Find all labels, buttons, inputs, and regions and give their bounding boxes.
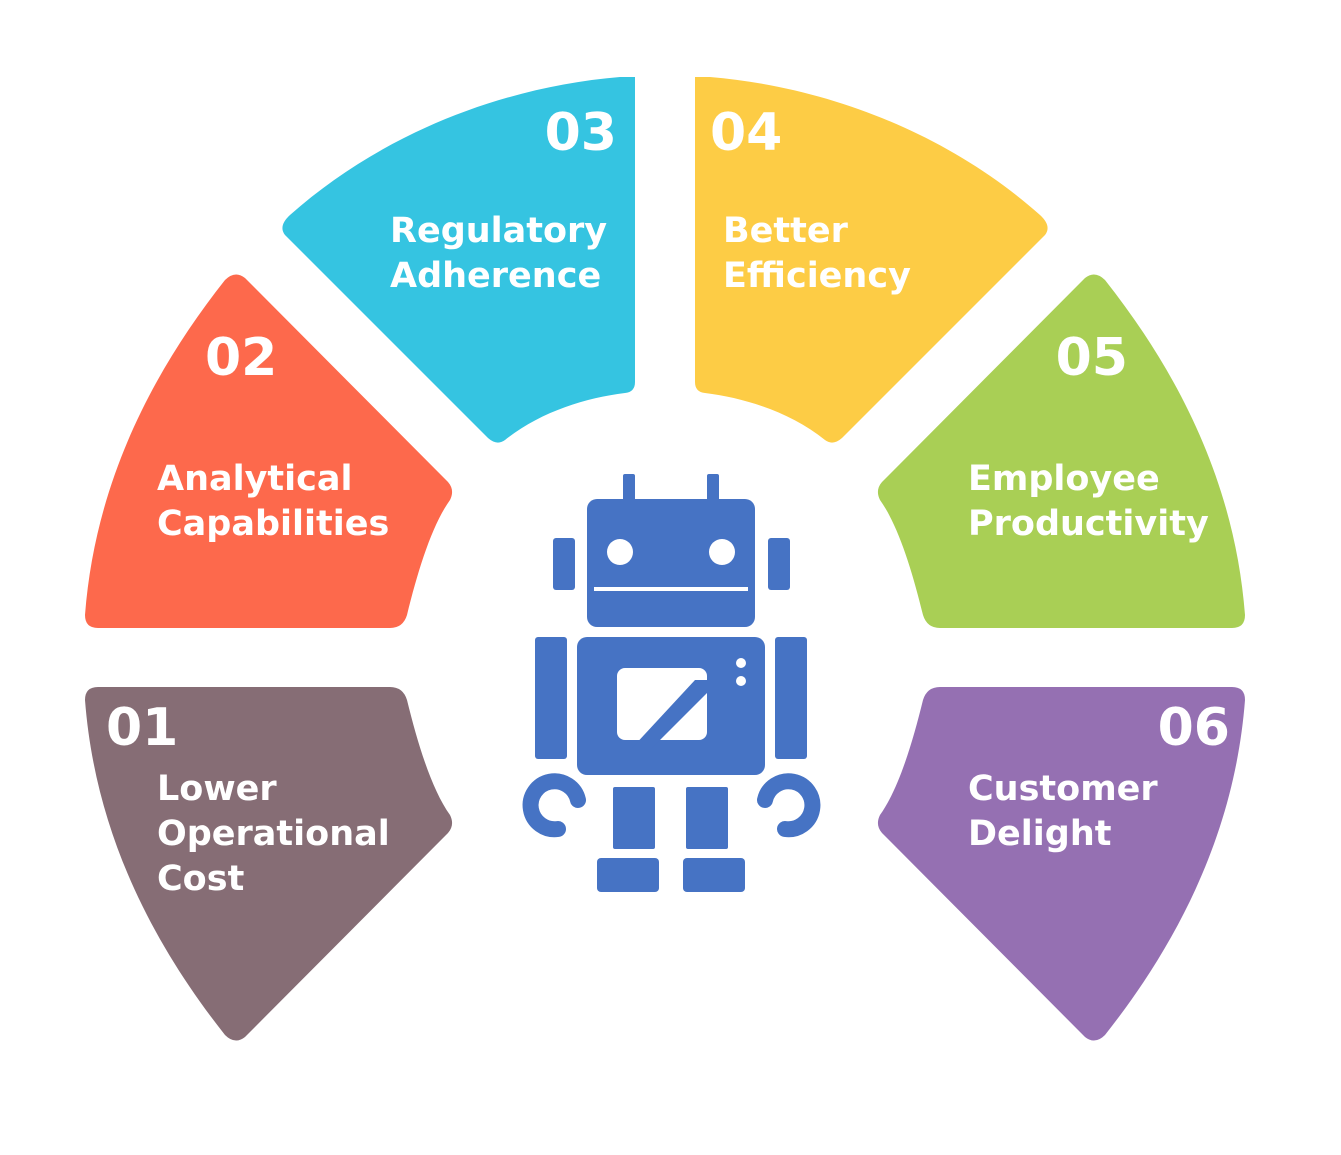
segment-02-label-line-2: Capabilities: [157, 504, 389, 544]
segment-03: 03 Regulatory Adherence: [282, 77, 635, 443]
robot-hand-left: [522, 773, 586, 838]
segment-04-label-line-2: Efficiency: [723, 256, 911, 296]
segment-04: 04 Better Efficiency: [695, 77, 1048, 443]
segment-02: 02 Analytical Capabilities: [85, 274, 453, 628]
robot-indicator-bottom: [736, 676, 746, 686]
robot-arm-right: [775, 637, 807, 759]
robot-ear-right: [768, 538, 790, 590]
segment-05-shape: [877, 274, 1245, 628]
robot-foot-left: [597, 858, 659, 892]
segment-02-label-line-1: Analytical: [157, 459, 353, 499]
segment-02-shape: [85, 274, 453, 628]
robot-ear-left: [553, 538, 575, 590]
segment-01-label-line-1: Lower: [157, 769, 277, 809]
robot-leg-left: [613, 787, 655, 849]
robot-icon: [522, 474, 821, 892]
segment-06-label-line-2: Delight: [968, 814, 1112, 854]
robot-head: [587, 499, 755, 627]
robot-screen: [617, 668, 707, 740]
segment-04-label-line-1: Better: [723, 211, 849, 251]
robot-foot-right: [683, 858, 745, 892]
segment-05-label-line-2: Productivity: [968, 504, 1209, 544]
segment-01-label-line-2: Operational: [157, 814, 390, 854]
robot-eye-left: [607, 539, 633, 565]
robot-antenna-left: [623, 474, 635, 502]
robot-eye-right: [709, 539, 735, 565]
robot-antenna-right: [707, 474, 719, 502]
segment-06-number: 06: [1158, 698, 1230, 758]
segment-05: 05 Employee Productivity: [877, 274, 1245, 628]
segment-02-number: 02: [205, 328, 277, 388]
segment-01-number: 01: [106, 698, 178, 758]
robot-leg-right: [686, 787, 728, 849]
segment-03-label-line-1: Regulatory: [390, 211, 607, 251]
segment-06-label-line-1: Customer: [968, 769, 1158, 809]
segment-06-shape: [877, 687, 1245, 1041]
segment-05-label-line-1: Employee: [968, 459, 1160, 499]
segment-06: 06 Customer Delight: [877, 687, 1245, 1041]
segment-01-label-line-3: Cost: [157, 859, 244, 899]
robot-screen-slash: [632, 680, 710, 748]
robot-mouth-line: [594, 587, 748, 591]
segment-04-number: 04: [710, 103, 782, 163]
robot-indicator-top: [736, 658, 746, 668]
segment-03-number: 03: [545, 103, 617, 163]
robot-hand-right: [757, 773, 821, 838]
segment-01-shape: [85, 687, 453, 1041]
segment-01: 01 Lower Operational Cost: [85, 687, 453, 1041]
robot-arm-left: [535, 637, 567, 759]
segment-03-label-line-2: Adherence: [390, 256, 601, 296]
segment-03-shape: [282, 77, 635, 443]
segment-04-shape: [695, 77, 1048, 443]
segment-05-number: 05: [1056, 328, 1128, 388]
